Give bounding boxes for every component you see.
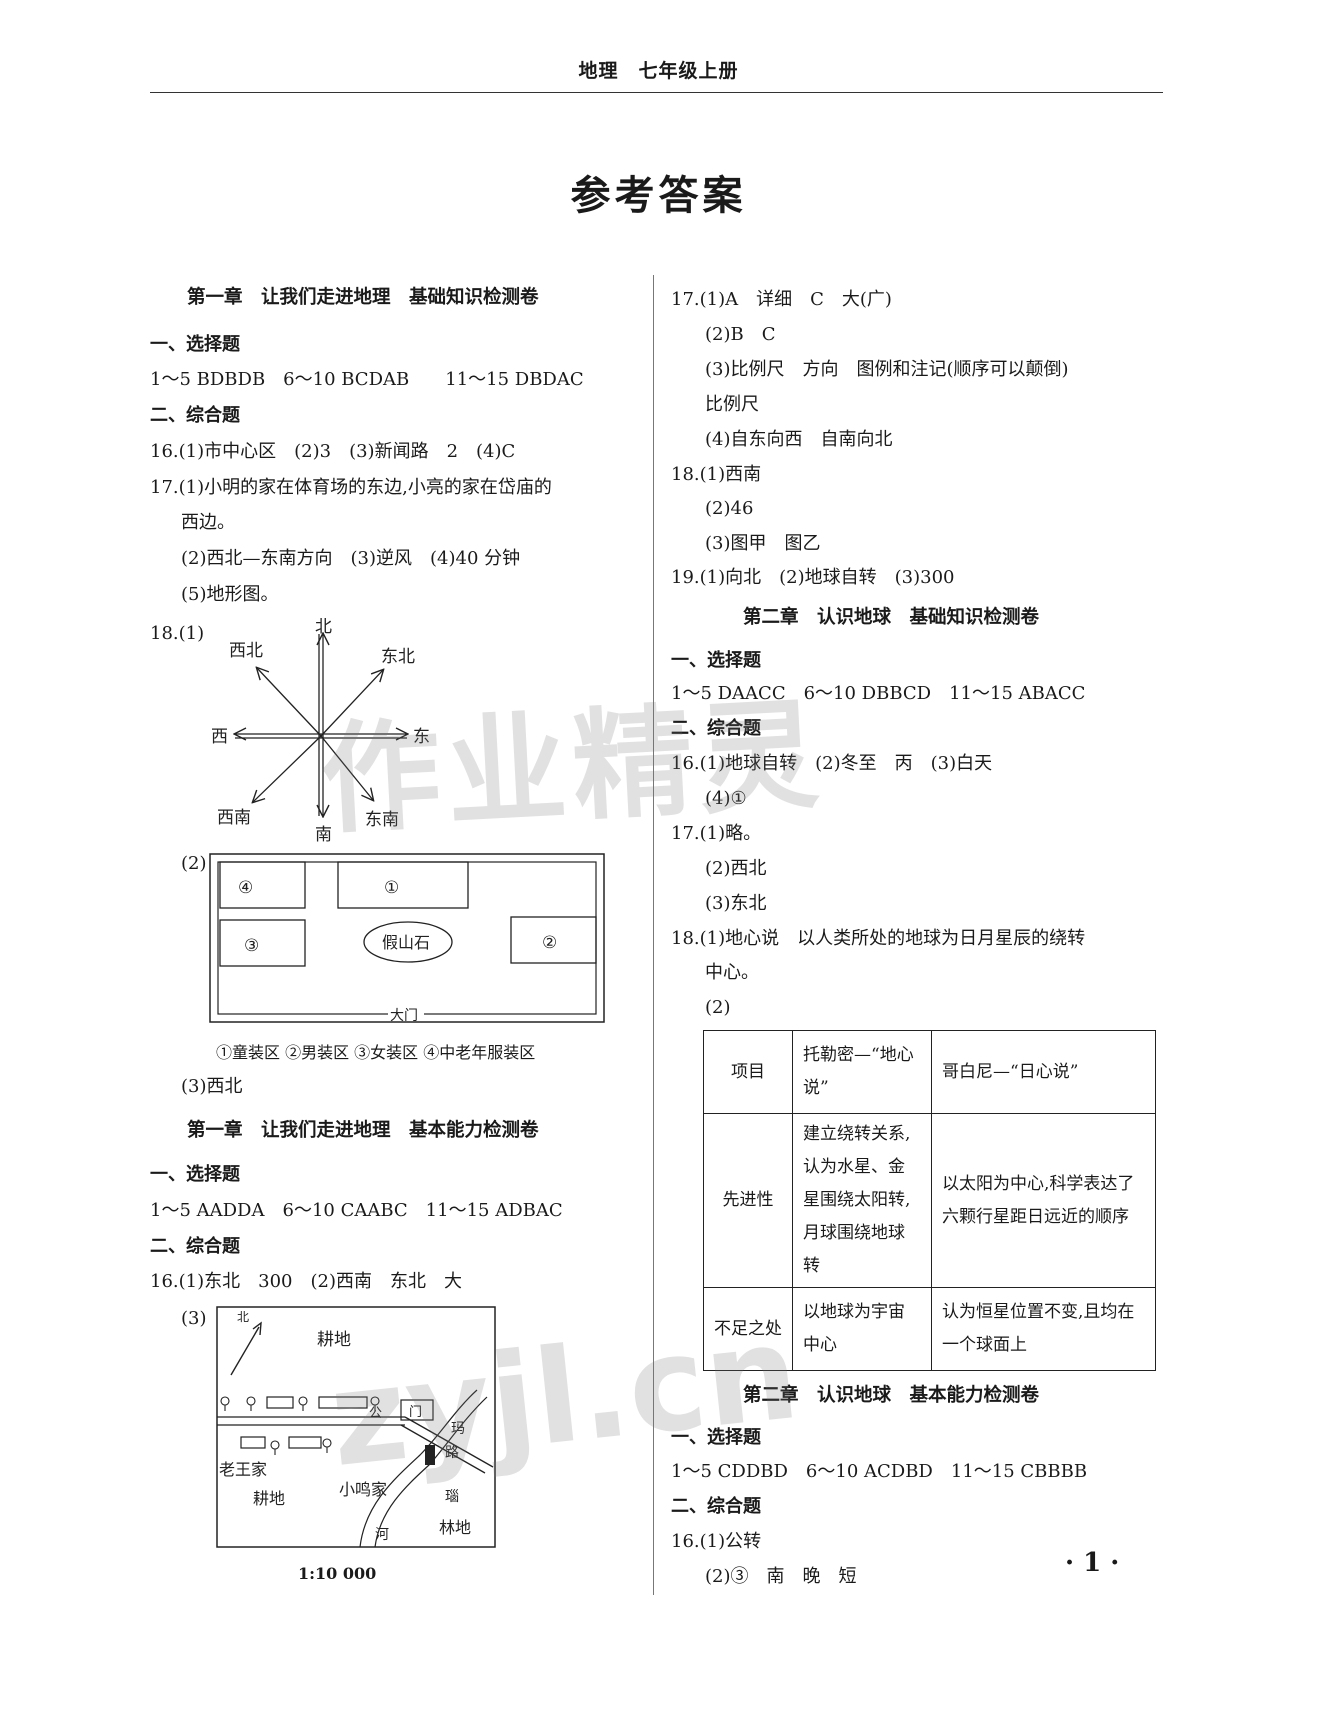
table-header-cell: 哥白尼—“日心说” <box>931 1030 1156 1114</box>
comp-heading-4: 二、综合题 <box>671 1496 761 1517</box>
map-label-ma: 玛 <box>451 1421 465 1437</box>
zone-4-label: ④ <box>238 878 253 898</box>
answer-line: (2)西北 <box>705 858 767 879</box>
comp-heading-1: 二、综合题 <box>150 405 240 426</box>
map-label-lu: 路 <box>445 1445 459 1461</box>
answer-line: 16.(1)市中心区 (2)3 (3)新闻路 2 (4)C <box>150 441 516 462</box>
running-header: 地理 七年级上册 <box>578 60 739 82</box>
answer-line: (2)B C <box>705 324 776 345</box>
compass-label-w: 西 <box>211 727 228 747</box>
comp-heading-2: 二、综合题 <box>150 1236 240 1257</box>
table-cell: 以地球为宇宙中心 <box>792 1287 932 1371</box>
compass-label-e: 东 <box>413 727 430 747</box>
table-row: 先进性 建立绕转关系,认为水星、金星围绕太阳转,月球围绕地球转 以太阳为中心,科… <box>703 1113 1156 1288</box>
answer-line: 17.(1)略。 <box>671 823 762 844</box>
comparison-table: 项目 托勒密—“地心说” 哥白尼—“日心说” 先进性 建立绕转关系,认为水星、金… <box>703 1030 1156 1371</box>
answer-line: 中心。 <box>705 962 759 983</box>
table-cell: 不足之处 <box>703 1287 793 1371</box>
answer-line: (3)西北 <box>181 1076 243 1097</box>
compass-label-ne: 东北 <box>381 647 415 667</box>
table-cell: 建立绕转关系,认为水星、金星围绕太阳转,月球围绕地球转 <box>792 1113 932 1288</box>
watermark-text: 作业精灵 <box>317 685 828 852</box>
answer-line: (2)46 <box>705 498 754 519</box>
answer-line: (2) <box>181 853 207 874</box>
answer-line: (4)自东向西 自南向北 <box>705 429 893 450</box>
comp-heading-3: 二、综合题 <box>671 718 761 739</box>
answer-line: (2) <box>705 997 731 1018</box>
map-label-farmland-2: 耕地 <box>253 1489 285 1508</box>
table-cell: 以太阳为中心,科学表达了六颗行星距日远近的顺序 <box>931 1113 1156 1288</box>
answer-line: 18.(1)地心说 以人类所处的地球为日月星辰的绕转 <box>671 928 1086 949</box>
table-header-cell: 项目 <box>703 1030 793 1114</box>
answer-line: 16.(1)东北 300 (2)西南 东北 大 <box>150 1271 462 1292</box>
store-layout-diagram: ④ ① ③ ② 假山石 大门 <box>209 853 605 1024</box>
compass-label-se: 东南 <box>365 810 399 830</box>
header-rule <box>150 92 1163 93</box>
map-label-he: 河 <box>375 1527 389 1543</box>
mc-answers-2: 1～5 AADDA 6～10 CAABC 11～15 ADBAC <box>150 1200 563 1221</box>
answer-line: (2)西北—东南方向 (3)逆风 (4)40 分钟 <box>181 548 521 569</box>
mc-answers-3: 1～5 DAACC 6～10 DBBCD 11～15 ABACC <box>671 683 1086 704</box>
zone-3-label: ③ <box>244 936 259 956</box>
answer-line: 17.(1)A 详细 C 大(广) <box>671 289 892 310</box>
compass-label-s: 南 <box>315 825 332 843</box>
answer-line: 16.(1)地球自转 (2)冬至 丙 (3)白天 <box>671 753 993 774</box>
map-label-north: 北 <box>237 1310 249 1324</box>
rockery-label: 假山石 <box>382 933 430 952</box>
answer-line: 17.(1)小明的家在体育场的东边,小亮的家在岱庙的 <box>150 477 552 498</box>
section-title-2: 第一章 让我们走进地理 基本能力检测卷 <box>187 1120 539 1141</box>
answer-line: 西边。 <box>181 512 235 533</box>
answer-line: (3)东北 <box>705 893 767 914</box>
answer-line: (2)③ 南 晚 短 <box>705 1566 857 1587</box>
section-title-4: 第二章 认识地球 基本能力检测卷 <box>743 1385 1040 1406</box>
zone-2-label: ② <box>542 933 557 953</box>
compass-label-sw: 西南 <box>217 808 251 828</box>
mc-answers-4: 1～5 CDDBD 6～10 ACDBD 11～15 CBBBB <box>671 1461 1088 1482</box>
answer-line: 18.(1) <box>150 623 205 644</box>
table-header-cell: 托勒密—“地心说” <box>792 1030 932 1114</box>
answer-line: (4)① <box>705 788 747 809</box>
map-label-forest: 林地 <box>439 1518 471 1537</box>
mc-answers-1: 1～5 BDBDB 6～10 BCDAB 11～15 DBDAC <box>150 369 584 390</box>
map-scale: 1:10 000 <box>298 1564 377 1583</box>
store-legend: ①童装区 ②男装区 ③女装区 ④中老年服装区 <box>216 1043 536 1062</box>
compass-label-n: 北 <box>315 618 332 637</box>
sketch-map-diagram: 耕地 北 老王家 耕地 小鸣家 门 公 玛 路 瑙 河 林地 <box>216 1306 496 1548</box>
section-title-1: 第一章 让我们走进地理 基础知识检测卷 <box>187 287 539 308</box>
answer-line: 比例尺 <box>705 394 759 415</box>
compass-label-nw: 西北 <box>229 641 263 661</box>
compass-rose-diagram: 北 南 东 西 东北 西北 东南 西南 <box>211 618 430 843</box>
column-divider <box>653 275 654 1595</box>
table-row: 不足之处 以地球为宇宙中心 认为恒星位置不变,且均在一个球面上 <box>703 1287 1156 1371</box>
map-label-nao: 瑙 <box>445 1489 459 1505</box>
map-label-xiaoming: 小鸣家 <box>339 1480 387 1499</box>
table-row: 项目 托勒密—“地心说” 哥白尼—“日心说” <box>703 1030 1156 1114</box>
map-label-gong: 公 <box>369 1406 382 1421</box>
table-cell: 认为恒星位置不变,且均在一个球面上 <box>931 1287 1156 1371</box>
zone-1-label: ① <box>384 878 399 898</box>
answer-line: (3)比例尺 方向 图例和注记(顺序可以颠倒) <box>705 359 1069 380</box>
map-label-farmland-1: 耕地 <box>317 1330 351 1350</box>
mc-heading-4: 一、选择题 <box>671 1427 761 1448</box>
page-number: · 1 · <box>1065 1548 1120 1578</box>
table-cell: 先进性 <box>703 1113 793 1288</box>
answer-line: (3) <box>181 1308 207 1329</box>
answer-line: (5)地形图。 <box>181 584 279 605</box>
section-title-3: 第二章 认识地球 基础知识检测卷 <box>743 607 1040 628</box>
map-label-gate: 门 <box>409 1405 422 1420</box>
answer-line: 18.(1)西南 <box>671 464 762 485</box>
answer-line: (3)图甲 图乙 <box>705 533 821 554</box>
gate-label: 大门 <box>390 1008 418 1024</box>
page-title: 参考答案 <box>570 172 747 219</box>
answer-line: 16.(1)公转 <box>671 1531 762 1552</box>
answer-line: 19.(1)向北 (2)地球自转 (3)300 <box>671 567 955 588</box>
mc-heading-1: 一、选择题 <box>150 334 240 355</box>
map-label-laowang: 老王家 <box>219 1460 267 1479</box>
mc-heading-2: 一、选择题 <box>150 1164 240 1185</box>
mc-heading-3: 一、选择题 <box>671 650 761 671</box>
